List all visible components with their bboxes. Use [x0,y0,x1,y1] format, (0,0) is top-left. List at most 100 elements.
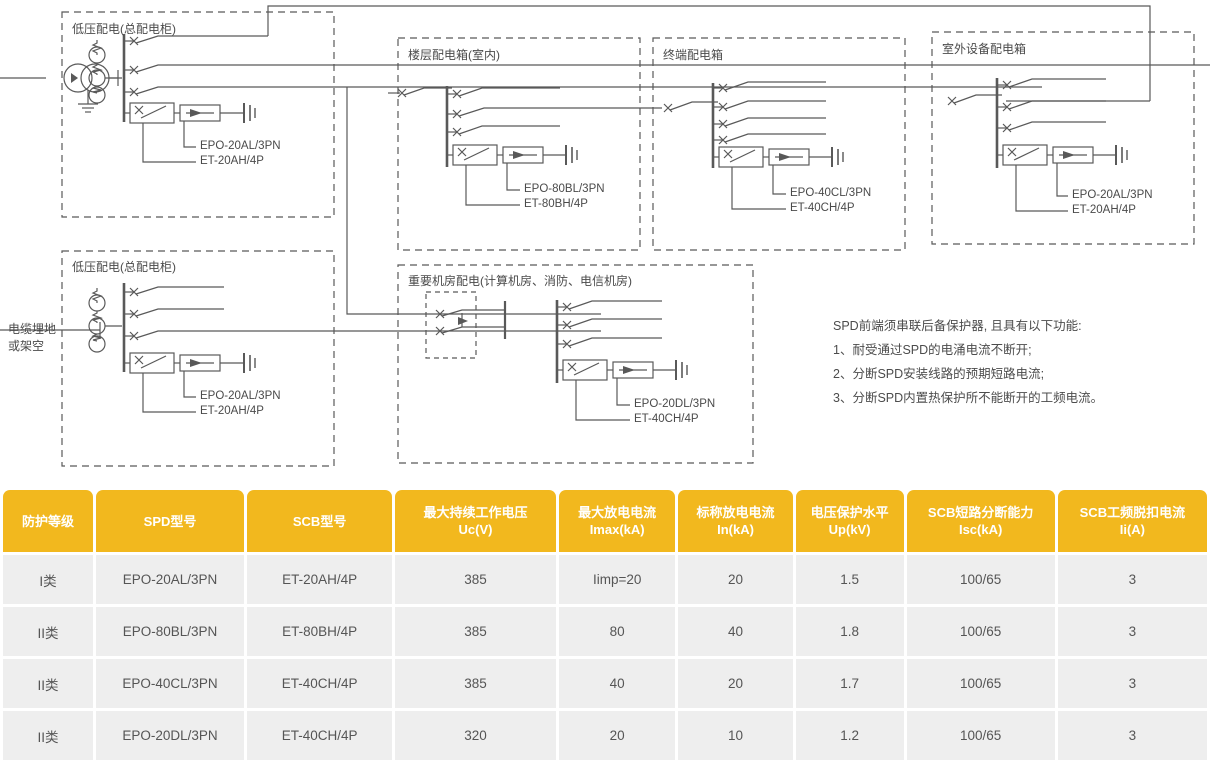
panel-box-terminal [652,37,906,251]
cell-in: 10 [678,711,793,760]
table-header-row: 防护等级 SPD型号 SCB型号 最大持续工作电压 Uc(V) 最大放电电流 I… [3,490,1207,552]
cell-isc: 100/65 [906,659,1055,708]
cell-up: 1.8 [795,607,904,656]
label-spd-terminal: EPO-40CL/3PN [790,187,872,199]
leader-scb-6 [575,380,630,421]
cell-spd-model: EPO-80BL/3PN [95,607,245,656]
col-header-line1: 最大放电电流 [578,505,657,520]
cell-scb-model: ET-80BH/4P [247,607,393,656]
col-header-ii: SCB工频脱扣电流 Ii(A) [1057,490,1207,552]
col-header-line1: SCB短路分断能力 [927,505,1034,520]
col-header-line2: Isc(kA) [958,522,1003,537]
col-header-line1: SPD型号 [143,513,197,529]
label-scb-floor: ET-80BH/4P [524,198,588,210]
col-header-protection-class: 防护等级 [3,490,93,552]
col-header-line1: SCB工频脱扣电流 [1079,505,1186,520]
cell-scb-model: ET-20AH/4P [247,555,393,604]
label-scb-terminal: ET-40CH/4P [790,202,855,214]
cell-ii: 3 [1057,607,1207,656]
cell-scb-model: ET-40CH/4P [247,711,393,760]
cell-ii: 3 [1057,711,1207,760]
cell-in: 20 [678,659,793,708]
col-header-spd-model: SPD型号 [95,490,245,552]
cell-isc: 100/65 [906,711,1055,760]
leader-spd-2 [506,163,520,191]
col-header-isc: SCB短路分断能力 Isc(kA) [906,490,1055,552]
leader-scb-5 [142,373,196,413]
panel-title-floor: 楼层配电箱(室内) [408,48,500,62]
cell-up: 1.5 [795,555,904,604]
cell-imax: Iimp=20 [558,555,676,604]
cell-uc: 385 [395,555,556,604]
col-header-line1: SCB型号 [292,513,347,529]
col-header-uc: 最大持续工作电压 Uc(V) [395,490,556,552]
notes-heading: SPD前端须串联后备保护器, 且具有以下功能: [833,319,1082,333]
leader-spd-4 [1056,163,1068,197]
cell-uc: 385 [395,607,556,656]
label-scb-outdoor: ET-20AH/4P [1072,204,1136,216]
table-row: II类 EPO-20DL/3PN ET-40CH/4P 320 20 10 1.… [3,711,1207,760]
cell-in: 40 [678,607,793,656]
cable-entry-line2: 或架空 [8,339,45,353]
panel-box-lv-main-top [61,11,335,218]
label-spd-critical: EPO-20DL/3PN [634,398,716,410]
cable-entry-line1: 电缆埋地 [8,322,57,336]
label-spd-outdoor: EPO-20AL/3PN [1072,189,1153,201]
leader-spd-6 [616,378,630,406]
leader-spd-3 [772,165,786,195]
notes-item-1: 1、耐受通过SPD的电涌电流不断开; [833,343,1032,357]
label-scb-lv-top: ET-20AH/4P [200,155,264,167]
spd-spec-table: 防护等级 SPD型号 SCB型号 最大持续工作电压 Uc(V) 最大放电电流 I… [0,487,1210,763]
cell-imax: 40 [558,659,676,708]
notes-item-2: 2、分断SPD安装线路的预期短路电流; [833,367,1045,381]
cell-spd-model: EPO-20DL/3PN [95,711,245,760]
panel-title-lv-main-top: 低压配电(总配电柜) [72,22,176,36]
leader-scb-2 [465,165,520,206]
panel-box-lv-main-bottom [61,250,335,467]
cell-ii: 3 [1057,555,1207,604]
transformer-winding-1 [63,63,93,93]
cell-ii: 3 [1057,659,1207,708]
cell-isc: 100/65 [906,555,1055,604]
panel-title-lv-main-bottom: 低压配电(总配电柜) [72,260,176,274]
cell-protection-class: I类 [3,555,93,604]
leader-spd-1 [183,121,196,148]
leader-scb-4 [1015,165,1068,212]
col-header-line1: 电压保护水平 [810,505,889,520]
schematic-svg [0,5,1210,467]
cell-protection-class: II类 [3,659,93,708]
cell-uc: 320 [395,711,556,760]
label-scb-critical: ET-40CH/4P [634,413,699,425]
label-scb-lv-bottom: ET-20AH/4P [200,405,264,417]
cell-up: 1.7 [795,659,904,708]
cell-imax: 20 [558,711,676,760]
label-spd-lv-bottom: EPO-20AL/3PN [200,390,281,402]
cell-scb-model: ET-40CH/4P [247,659,393,708]
table-row: I类 EPO-20AL/3PN ET-20AH/4P 385 Iimp=20 2… [3,555,1207,604]
cell-in: 20 [678,555,793,604]
cell-protection-class: II类 [3,607,93,656]
col-header-line2: Up(kV) [828,522,871,537]
cell-spd-model: EPO-20AL/3PN [95,555,245,604]
col-header-scb-model: SCB型号 [247,490,393,552]
transfer-switch-box [425,291,477,359]
cell-isc: 100/65 [906,607,1055,656]
panel-title-terminal: 终端配电箱 [663,48,724,62]
col-header-line2: In(kA) [717,522,754,537]
leader-spd-5 [183,371,196,398]
col-header-line1: 防护等级 [21,513,74,529]
col-header-line1: 最大持续工作电压 [423,505,528,520]
notes-item-3: 3、分断SPD内置热保护所不能断开的工频电流。 [833,391,1104,405]
col-header-line2: Imax(kA) [589,522,645,537]
notes-block: SPD前端须串联后备保护器, 且具有以下功能: 1、耐受通过SPD的电涌电流不断… [833,314,1210,410]
cable-entry-label: 电缆埋地 或架空 [8,321,56,355]
col-header-up: 电压保护水平 Up(kV) [795,490,904,552]
col-header-line2: Uc(V) [458,522,493,537]
col-header-line1: 标称放电电流 [696,505,775,520]
panel-title-outdoor: 室外设备配电箱 [942,42,1027,56]
cell-imax: 80 [558,607,676,656]
cell-spd-model: EPO-40CL/3PN [95,659,245,708]
table-row: II类 EPO-40CL/3PN ET-40CH/4P 385 40 20 1.… [3,659,1207,708]
panel-box-floor [397,37,641,251]
cell-uc: 385 [395,659,556,708]
